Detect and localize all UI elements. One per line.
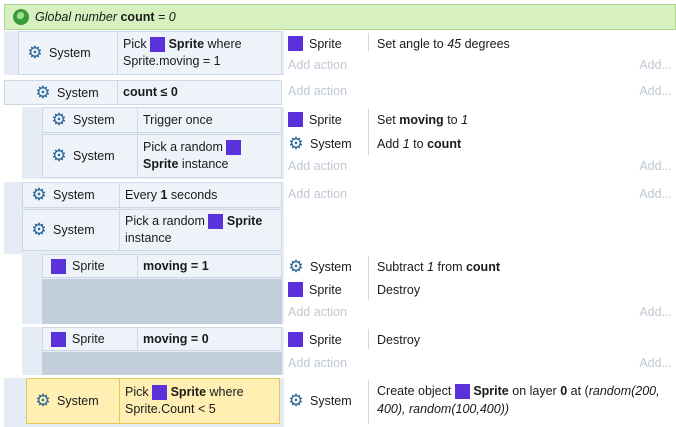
add-action-link[interactable]: Add action xyxy=(288,305,348,319)
event-7-actions: ⚙System Create object Sprite on layer 0 … xyxy=(284,378,676,427)
sprite-icon xyxy=(51,258,66,274)
event-7-condition-selected[interactable]: ⚙System Pick Sprite where Sprite.Count <… xyxy=(26,378,280,424)
condition-text: Pick Sprite where Sprite.Count < 5 xyxy=(125,385,244,416)
action-text[interactable]: Add 1 to count xyxy=(377,136,462,151)
action-text[interactable]: Subtract 1 from count xyxy=(377,259,500,274)
gear-icon: ⚙ xyxy=(51,110,67,129)
event-3-actions: Sprite Set moving to 1 ⚙System Add 1 to … xyxy=(284,107,676,179)
event-1-condition[interactable]: ⚙ System Pick Sprite where Sprite.moving… xyxy=(18,31,282,75)
event-4-condition-1[interactable]: ⚙System Every 1 seconds xyxy=(22,182,282,208)
action-object: Sprite xyxy=(288,111,342,128)
sprite-icon xyxy=(288,36,303,51)
condition-text: Every 1 seconds xyxy=(125,187,218,202)
sprite-icon xyxy=(226,140,242,155)
add-menu-link[interactable]: Add... xyxy=(639,58,672,72)
condition-object: ⚙System xyxy=(35,391,99,410)
sprite-icon xyxy=(288,282,303,297)
condition-object: ⚙System xyxy=(31,220,95,239)
sprite-icon xyxy=(288,332,303,347)
event-4-condition-2[interactable]: ⚙System Pick a random Sprite instance xyxy=(22,209,282,251)
action-text[interactable]: Destroy xyxy=(377,282,421,297)
condition-object: ⚙ System xyxy=(35,82,99,102)
sprite-icon xyxy=(150,37,166,52)
condition-object: Sprite xyxy=(43,255,137,277)
condition-text: Pick Sprite where Sprite.moving = 1 xyxy=(123,37,242,68)
sprite-icon xyxy=(454,383,470,399)
event-5-condition[interactable]: Sprite moving = 1 xyxy=(42,254,282,278)
add-menu-link[interactable]: Add... xyxy=(639,84,672,98)
action-object: Sprite xyxy=(288,331,342,348)
condition-object: ⚙ System xyxy=(27,43,91,62)
action-object: Sprite xyxy=(288,35,342,52)
add-menu-link[interactable]: Add... xyxy=(639,159,672,173)
global-variable-row[interactable]: Global number count = 0 xyxy=(4,4,676,30)
sprite-icon xyxy=(288,112,303,127)
globe-icon xyxy=(13,9,29,25)
event-6-actions: Sprite Destroy Add action Add... xyxy=(284,327,676,375)
event-5-actions: ⚙System Subtract 1 from count Sprite Des… xyxy=(284,254,676,324)
action-text[interactable]: Create object Sprite on layer 0 at (rand… xyxy=(377,383,660,416)
add-menu-link[interactable]: Add... xyxy=(639,187,672,201)
condition-object: ⚙System xyxy=(51,146,115,165)
add-action-link[interactable]: Add action xyxy=(288,356,348,370)
event-6-condition[interactable]: Sprite moving = 0 xyxy=(42,327,282,351)
condition-object: Sprite xyxy=(43,328,137,350)
event-5-spacer xyxy=(42,279,282,324)
condition-text: moving = 1 xyxy=(143,258,209,273)
gear-icon: ⚙ xyxy=(31,220,47,239)
add-action-link[interactable]: Add action xyxy=(288,58,348,72)
gear-icon: ⚙ xyxy=(288,133,304,153)
gear-icon: ⚙ xyxy=(288,256,304,276)
action-text[interactable]: Destroy xyxy=(377,332,421,347)
condition-object: ⚙System xyxy=(31,185,95,204)
event-3-condition-1[interactable]: ⚙System Trigger once xyxy=(42,107,282,133)
event-6-spacer xyxy=(42,352,282,375)
event-1-actions: Sprite Set angle to 45 degrees Add actio… xyxy=(284,31,676,75)
sprite-icon xyxy=(51,331,66,347)
action-text[interactable]: Set moving to 1 xyxy=(377,112,469,127)
action-object: ⚙System xyxy=(288,390,352,410)
condition-text: Pick a random Sprite instance xyxy=(137,137,281,175)
sprite-icon xyxy=(208,214,224,229)
add-menu-link[interactable]: Add... xyxy=(639,305,672,319)
condition-text: Pick a random Sprite instance xyxy=(125,214,263,245)
gear-icon: ⚙ xyxy=(27,43,43,62)
action-text[interactable]: Set angle to 45 degrees xyxy=(377,36,510,51)
condition-object: ⚙System xyxy=(51,110,115,129)
condition-text: moving = 0 xyxy=(143,331,209,346)
add-action-link[interactable]: Add action xyxy=(288,159,348,173)
gear-icon: ⚙ xyxy=(31,185,47,204)
action-object: Sprite xyxy=(288,281,342,298)
event-2-actions: Add action Add... xyxy=(284,80,676,105)
add-menu-link[interactable]: Add... xyxy=(639,356,672,370)
condition-text: Trigger once xyxy=(143,112,213,127)
event-4-actions: Add action Add... xyxy=(284,182,676,208)
sprite-icon xyxy=(152,385,168,400)
gear-icon: ⚙ xyxy=(288,390,304,410)
action-object: ⚙System xyxy=(288,256,352,276)
global-variable-text: Global number count = 0 xyxy=(35,10,176,24)
add-action-link[interactable]: Add action xyxy=(288,187,348,201)
action-object: ⚙System xyxy=(288,133,352,153)
event-2-condition[interactable]: ⚙ System count ≤ 0 xyxy=(4,80,282,105)
condition-text: count ≤ 0 xyxy=(123,85,178,99)
gear-icon: ⚙ xyxy=(35,82,51,102)
add-action-link[interactable]: Add action xyxy=(288,84,348,98)
gear-icon: ⚙ xyxy=(35,391,51,410)
gear-icon: ⚙ xyxy=(51,146,67,165)
event-3-condition-2[interactable]: ⚙System Pick a random Sprite instance xyxy=(42,134,282,178)
